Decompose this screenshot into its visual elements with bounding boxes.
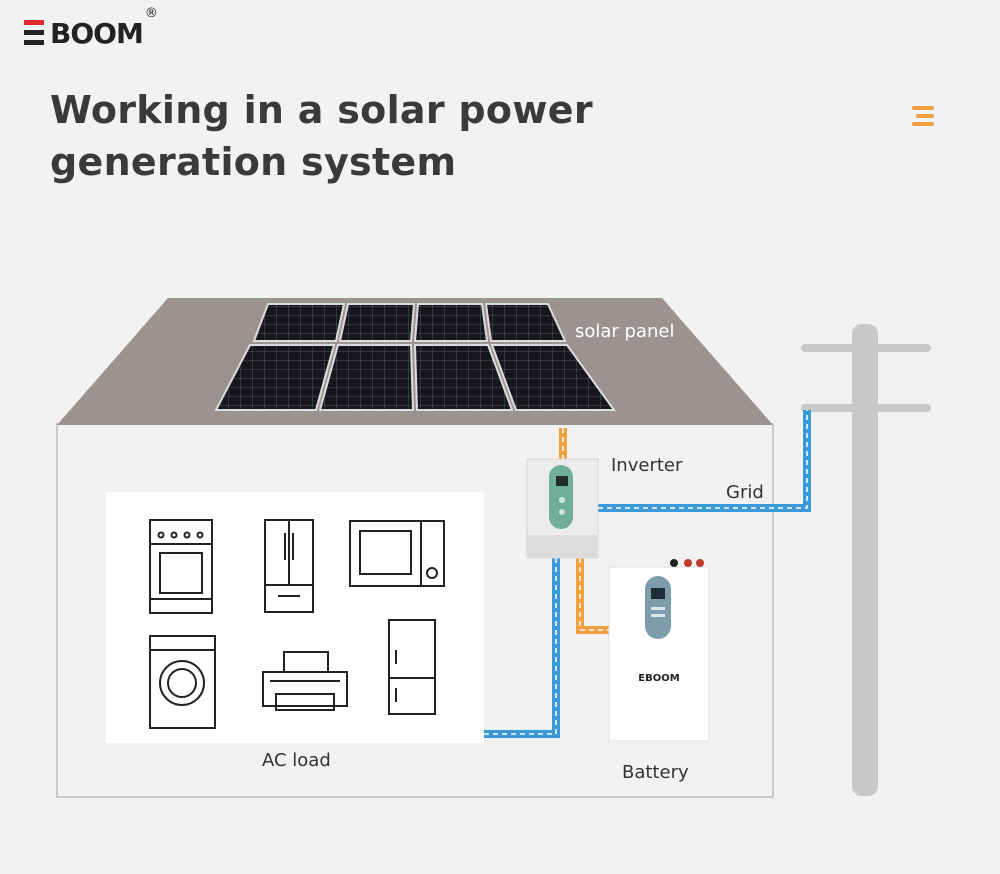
battery-unit: EBOOM xyxy=(608,559,710,742)
microwave-icon xyxy=(349,520,445,587)
ac-line-inverter-load xyxy=(484,558,560,738)
utility-pole xyxy=(801,324,931,796)
dc-line-inverter-battery xyxy=(576,558,610,634)
battery-brand-text: EBOOM xyxy=(638,673,679,684)
page-title-line-1: Working in a solar power xyxy=(50,88,593,132)
refrigerator-icon xyxy=(388,619,436,715)
inverter-unit xyxy=(526,458,599,559)
washing-machine-icon xyxy=(149,635,216,729)
hamburger-menu-icon[interactable] xyxy=(908,104,940,130)
grid-label: Grid xyxy=(726,482,764,503)
stove-oven-icon xyxy=(149,519,213,614)
inverter-label: Inverter xyxy=(611,455,683,476)
solar-panel-array xyxy=(214,303,616,411)
brand-name: BOOM xyxy=(50,17,144,50)
solar-panel-label: solar panel xyxy=(575,321,675,342)
ac-line-inverter-grid xyxy=(598,410,811,512)
ac-load-label: AC load xyxy=(262,750,331,771)
french-door-fridge-icon xyxy=(264,519,314,613)
battery-label: Battery xyxy=(622,762,689,783)
eboom-logo-mark-icon xyxy=(24,20,44,45)
printer-icon xyxy=(262,651,348,711)
page-title-line-2: generation system xyxy=(50,140,457,184)
page-title: Working in a solar power generation syst… xyxy=(50,84,593,188)
registered-mark: ® xyxy=(144,6,158,21)
brand-logo: BOOM ® xyxy=(24,6,158,48)
